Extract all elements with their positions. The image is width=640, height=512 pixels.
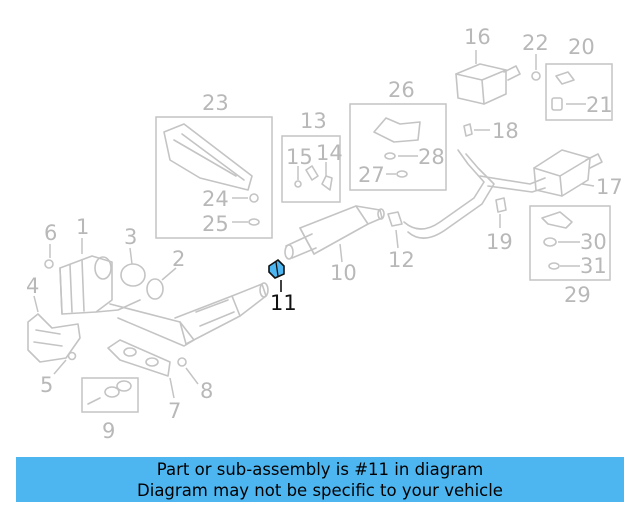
callout-31: 31 [580, 254, 607, 278]
callout-11: 11 [270, 291, 297, 315]
part-20-bracket [551, 71, 575, 111]
group-box-26 [349, 103, 447, 191]
group-box-23 [155, 116, 273, 239]
callout-29: 29 [564, 283, 591, 307]
info-banner: Part or sub-assembly is #11 in diagram D… [16, 457, 624, 502]
callout-5: 5 [40, 373, 53, 397]
callout-12: 12 [388, 248, 415, 272]
banner-line-2: Diagram may not be specific to your vehi… [137, 481, 503, 500]
callout-16: 16 [464, 25, 491, 49]
part-12-clamp [387, 211, 403, 227]
callout-19: 19 [486, 230, 513, 254]
leader-lines [33, 50, 595, 399]
callout-28: 28 [418, 145, 445, 169]
part-11-clamp-highlighted [268, 258, 285, 279]
part-17-rear-muffler [533, 149, 603, 197]
part-2-clamp [146, 278, 164, 300]
callout-1: 1 [76, 215, 89, 239]
part-6-nut [44, 259, 54, 269]
part-4-heat-shield [27, 313, 81, 363]
part-26-bracket [373, 117, 421, 178]
part-23-heat-shield [163, 123, 260, 226]
part-18-hanger [463, 123, 473, 137]
callout-27: 27 [358, 163, 385, 187]
callout-9: 9 [102, 419, 115, 443]
callout-24: 24 [202, 187, 229, 211]
callout-2: 2 [172, 247, 185, 271]
callout-4: 4 [26, 274, 39, 298]
part-16-muffler [455, 63, 521, 105]
callout-14: 14 [316, 141, 343, 165]
callout-17: 17 [596, 175, 623, 199]
part-3-ring [120, 263, 146, 287]
callout-3: 3 [124, 225, 137, 249]
part-19-hanger [495, 197, 507, 213]
callout-30: 30 [580, 230, 607, 254]
part-13-hardware [294, 165, 333, 191]
callout-21: 21 [586, 93, 613, 117]
group-box-13 [281, 135, 341, 203]
part-10-center-muffler [284, 205, 385, 260]
callout-26: 26 [388, 78, 415, 102]
group-box-29 [529, 205, 611, 281]
part-22-bolt [531, 71, 541, 81]
callout-20: 20 [568, 35, 595, 59]
part-29-bracket [541, 211, 573, 270]
part-9-gaskets [87, 380, 132, 405]
callout-13: 13 [300, 109, 327, 133]
group-box-20 [545, 63, 613, 121]
rear-pipe [403, 149, 546, 239]
exhaust-parts-diagram: 1 2 3 4 5 6 7 8 9 10 11 12 13 14 15 16 1… [26, 25, 623, 443]
callout-10: 10 [330, 261, 357, 285]
group-box-9 [81, 377, 139, 413]
callout-8: 8 [200, 379, 213, 403]
part-8-bolt [177, 357, 187, 367]
part-7-gasket [107, 339, 171, 377]
callout-15: 15 [286, 145, 313, 169]
callout-23: 23 [202, 91, 229, 115]
callout-7: 7 [168, 399, 181, 423]
front-pipe [109, 282, 269, 347]
callout-labels: 1 2 3 4 5 6 7 8 9 10 11 12 13 14 15 16 1… [26, 25, 623, 443]
callout-18: 18 [492, 119, 519, 143]
part-5-bolt [67, 351, 77, 361]
callout-22: 22 [522, 31, 549, 55]
callout-25: 25 [202, 212, 229, 236]
part-1-converter [59, 255, 141, 315]
banner-line-1: Part or sub-assembly is #11 in diagram [156, 460, 484, 479]
callout-6: 6 [44, 221, 57, 245]
